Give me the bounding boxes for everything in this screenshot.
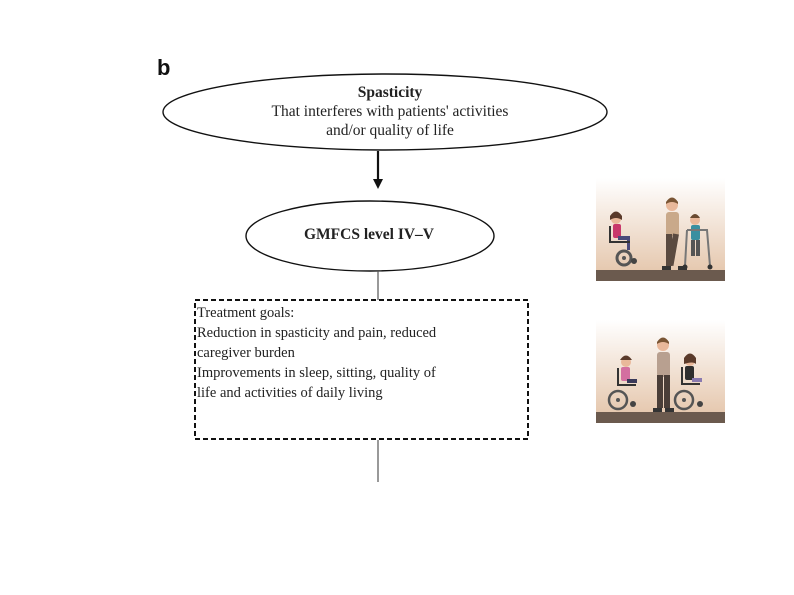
spasticity-line-2: and/or quality of life — [326, 122, 454, 139]
spasticity-line-1: That interferes with patients' activitie… — [271, 103, 509, 120]
panel-label: b — [157, 55, 171, 80]
goals-heading: Treatment goals: — [197, 305, 295, 321]
gmfcs-label: GMFCS level IV–V — [303, 226, 434, 243]
two-wheelchairs-illustration — [596, 320, 725, 423]
goal-line: Improvements in sleep, sitting, quality … — [197, 365, 436, 381]
spasticity-ellipse — [162, 73, 608, 151]
goal-line: life and activities of daily living — [197, 385, 383, 401]
treatment-goals-text: Treatment goals: Reduction in spasticity… — [197, 303, 522, 403]
spasticity-node-text: Spasticity That interferes with patients… — [165, 83, 615, 140]
treatment-goals-box — [194, 299, 529, 440]
wheelchair-and-walker-illustration — [596, 178, 725, 281]
goal-line: caregiver burden — [197, 345, 295, 361]
gmfcs-ellipse — [245, 200, 495, 272]
goal-line: Reduction in spasticity and pain, reduce… — [197, 325, 437, 341]
spasticity-title: Spasticity — [357, 84, 423, 101]
